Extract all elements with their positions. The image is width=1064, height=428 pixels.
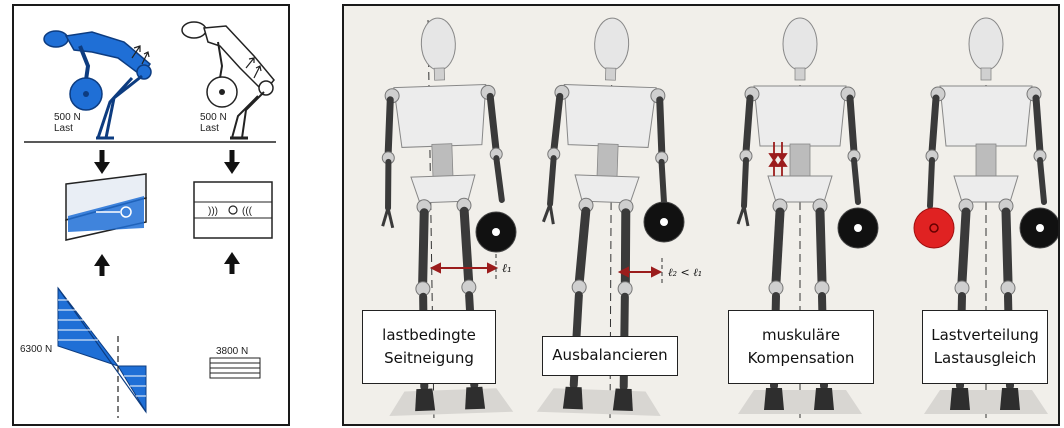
svg-text:))): )))	[208, 206, 218, 217]
caption-lateral-lean: lastbedingte Seitneigung	[362, 310, 496, 384]
svg-text:(((: (((	[242, 206, 253, 217]
parallel-disc: ))) (((	[194, 182, 272, 238]
load-label-left-line2: Last	[54, 123, 73, 134]
lever-arrow-l2	[620, 268, 660, 276]
compression-arrow-left-bottom	[94, 254, 110, 276]
weight-icon	[476, 212, 516, 252]
compression-arrow-left-top	[94, 150, 110, 174]
load-label-left-line1: 500 N	[54, 112, 81, 123]
caption-line: Kompensation	[748, 347, 855, 370]
lever-label-l1: ℓ₁	[502, 261, 512, 275]
muscle-force-arrows	[770, 142, 786, 176]
load-compensation-panel: ℓ₁ ℓ₂ < ℓ₁	[342, 4, 1060, 426]
straight-back-figure	[182, 22, 274, 138]
force-label-left: 6300 N	[20, 344, 52, 355]
caption-line: Ausbalancieren	[552, 344, 667, 367]
caption-line: muskuläre	[748, 324, 855, 347]
stress-distribution-left	[58, 288, 146, 418]
wedged-disc	[66, 174, 146, 240]
caption-line: Seitneigung	[382, 347, 476, 370]
weight-icon	[644, 202, 684, 242]
load-label-right-line1: 500 N	[200, 112, 227, 123]
weight-icon	[838, 208, 878, 248]
caption-line: lastbedingte	[382, 324, 476, 347]
compression-arrow-right-bottom	[224, 252, 240, 274]
lifting-posture-panel: 500 N Last 500 N Last	[12, 4, 290, 426]
lever-label-l2: ℓ₂ < ℓ₁	[668, 266, 702, 279]
weight-icon-red	[914, 208, 954, 248]
load-label-right-line2: Last	[200, 123, 219, 134]
caption-line: Lastausgleich	[931, 347, 1039, 370]
stress-distribution-right	[210, 358, 260, 378]
caption-line: Lastverteilung	[931, 324, 1039, 347]
compression-arrow-right-top	[224, 150, 240, 174]
caption-muscular-compensation: muskuläre Kompensation	[728, 310, 874, 384]
caption-balancing: Ausbalancieren	[542, 336, 678, 376]
caption-load-distribution: Lastverteilung Lastausgleich	[922, 310, 1048, 384]
force-label-right: 3800 N	[216, 346, 248, 357]
lifting-posture-diagram: 500 N Last 500 N Last	[14, 6, 288, 424]
weight-icon	[1020, 208, 1058, 248]
